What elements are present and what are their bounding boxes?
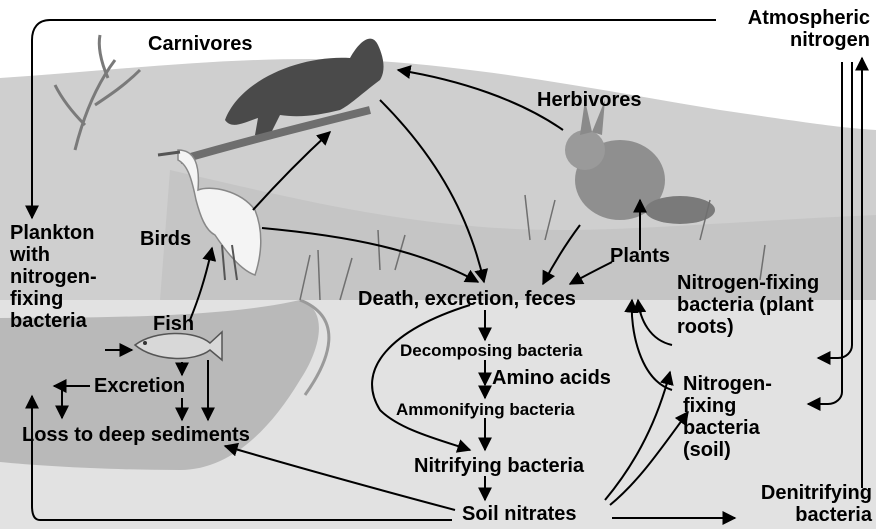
label-decomposing-bacteria: Decomposing bacteria xyxy=(400,341,582,360)
label-loss-to-deep-sediments: Loss to deep sediments xyxy=(22,424,250,446)
label-amino-acids: Amino acids xyxy=(492,367,611,389)
label-nitrifying-bacteria: Nitrifying bacteria xyxy=(414,455,584,477)
label-nitrogen-fixing-soil: Nitrogen-fixing bacteria (soil) xyxy=(683,373,793,461)
label-denitrifying-bacteria: Denitrifying bacteria xyxy=(737,482,872,526)
label-ammonifying-bacteria: Ammonifying bacteria xyxy=(396,400,575,419)
label-birds: Birds xyxy=(140,228,191,250)
label-excretion: Excretion xyxy=(94,375,185,397)
label-plankton: Plankton with nitrogen-fixing bacteria xyxy=(10,222,130,332)
label-herbivores: Herbivores xyxy=(537,89,642,111)
label-atmospheric-nitrogen: Atmospheric nitrogen xyxy=(720,7,870,51)
label-soil-nitrates: Soil nitrates xyxy=(462,503,576,525)
label-nitrogen-fixing-plant-roots: Nitrogen-fixing bacteria (plant roots) xyxy=(677,272,829,338)
label-fish: Fish xyxy=(153,313,194,335)
label-carnivores: Carnivores xyxy=(148,33,253,55)
label-plants: Plants xyxy=(610,245,670,267)
label-death-excretion-feces: Death, excretion, feces xyxy=(358,288,576,310)
